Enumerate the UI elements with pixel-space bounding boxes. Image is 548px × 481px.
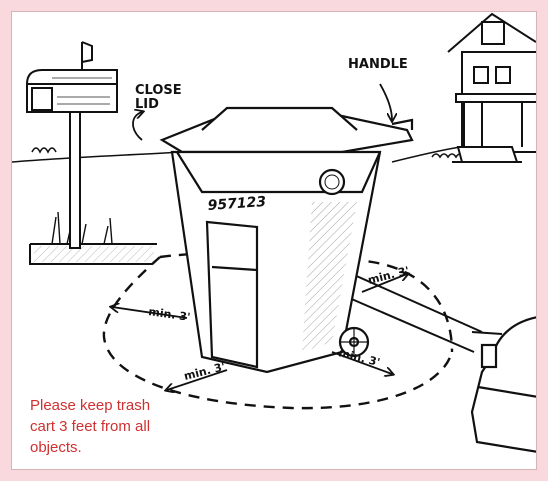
house: [448, 14, 537, 162]
arrow-close-lid: [133, 112, 142, 140]
arrow-handle: [380, 84, 392, 120]
illustration-panel: CLOSE LID HANDLE 957123 min. 3' min. 3' …: [11, 11, 537, 470]
placement-notice: Please keep trash cart 3 feet from all o…: [30, 395, 180, 458]
min-distance-back-right: min. 3': [367, 264, 411, 287]
min-distance-front-left: min. 3': [183, 360, 227, 383]
min-distance-back-left: min. 3': [148, 305, 191, 324]
trash-cart: [162, 108, 412, 372]
curb-hatching: [34, 246, 154, 262]
close-lid-label-line1: CLOSE: [135, 83, 182, 98]
handle-label: HANDLE: [348, 57, 408, 72]
mailbox: [27, 42, 117, 248]
notice-line-3: objects.: [30, 437, 180, 458]
close-lid-label-line2: LID: [135, 97, 159, 112]
car: [472, 317, 537, 452]
notice-line-1: Please keep trash: [30, 395, 180, 416]
notice-line-2: cart 3 feet from all: [30, 416, 180, 437]
grass: [52, 210, 112, 244]
